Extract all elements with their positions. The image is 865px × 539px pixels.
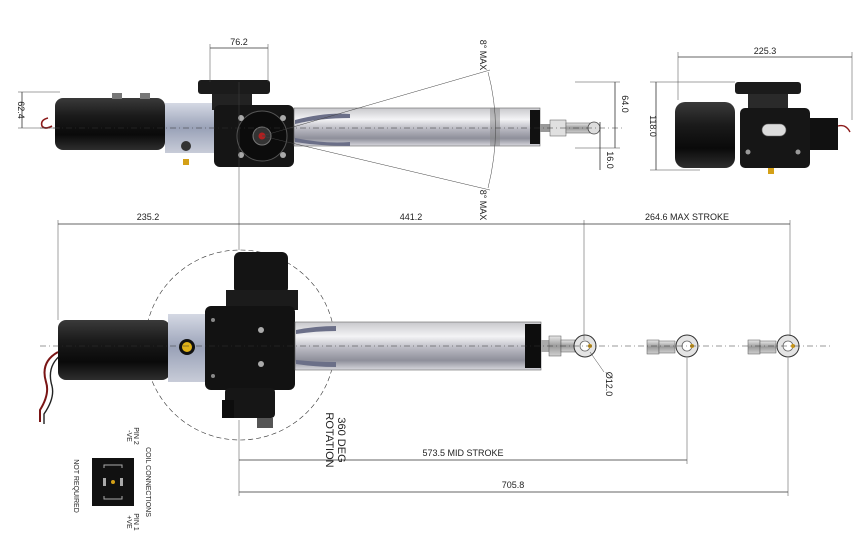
dim-441: 441.2 (400, 212, 423, 222)
bottom-connector (225, 388, 275, 418)
rotation-label-line1: 360 DEG (335, 417, 347, 462)
angle-line-top (261, 69, 491, 137)
side-motor-wire (39, 351, 59, 422)
pin2-polarity: -VE (125, 430, 132, 442)
port-fitting (181, 141, 191, 151)
pin1-label: PIN 1 (132, 513, 139, 531)
barrel-slot (295, 113, 350, 124)
top-view: 76.2 62.4 8° MAX 8° MAX 64.0 16.0 (16, 37, 630, 250)
cylinder-barrel (293, 107, 541, 147)
motor-wire (40, 117, 53, 129)
dim-235: 235.2 (137, 212, 160, 222)
angle-top-label: 8° MAX (478, 40, 488, 71)
barrel-slot (295, 138, 350, 146)
mount-flange (198, 80, 270, 94)
rotation-label-line2: ROTATION (323, 412, 335, 467)
pin2-label: PIN 2 (132, 427, 139, 445)
dim-118: 118.0 (648, 115, 658, 137)
side-housing (205, 306, 295, 390)
motor-body (55, 98, 165, 150)
dim-diameter: Ø12.0 (604, 372, 614, 397)
dim-573-mid-stroke: 573.5 MID STROKE (422, 448, 503, 458)
end-view: 225.3 118.0 (648, 46, 853, 174)
connector-title: COIL CONNECTIONS (144, 447, 151, 517)
dim-16: 16.0 (605, 151, 615, 169)
pin1-polarity: +VE (125, 515, 132, 529)
side-end-cap (525, 324, 541, 368)
side-view: 235.2 441.2 264.6 MAX STROKE Ø12.0 360 D… (39, 212, 830, 496)
rod (540, 124, 550, 132)
end-flange (735, 82, 801, 94)
angle-bottom-label: 8° MAX (478, 190, 488, 221)
end-motor (675, 102, 735, 168)
motor-stud (140, 93, 150, 99)
end-rod-eye (761, 123, 787, 137)
dim-705: 705.8 (502, 480, 525, 490)
angle-arc (487, 71, 496, 189)
dim-225: 225.3 (754, 46, 777, 56)
dim-76: 76.2 (230, 37, 248, 47)
not-required-label: NOT REQUIRED (72, 459, 79, 513)
barrel-end-cap (530, 110, 540, 144)
motor-stud (112, 93, 122, 99)
dim-62: 62.4 (16, 101, 26, 119)
end-housing (740, 108, 810, 168)
connector-earth-pin (111, 480, 115, 484)
angle-line-bottom (261, 135, 491, 191)
dim-264-max-stroke: 264.6 MAX STROKE (645, 212, 729, 222)
top-coil (234, 252, 288, 294)
end-coil (810, 118, 838, 150)
brass-fitting (183, 159, 189, 165)
side-motor (58, 320, 170, 380)
coil-connector-diagram: COIL CONNECTIONS PIN 2 -VE PIN 1 +VE NOT… (72, 427, 151, 531)
dim-64: 64.0 (620, 95, 630, 113)
side-brass-port (182, 342, 192, 352)
rod-end-extended (747, 334, 800, 358)
